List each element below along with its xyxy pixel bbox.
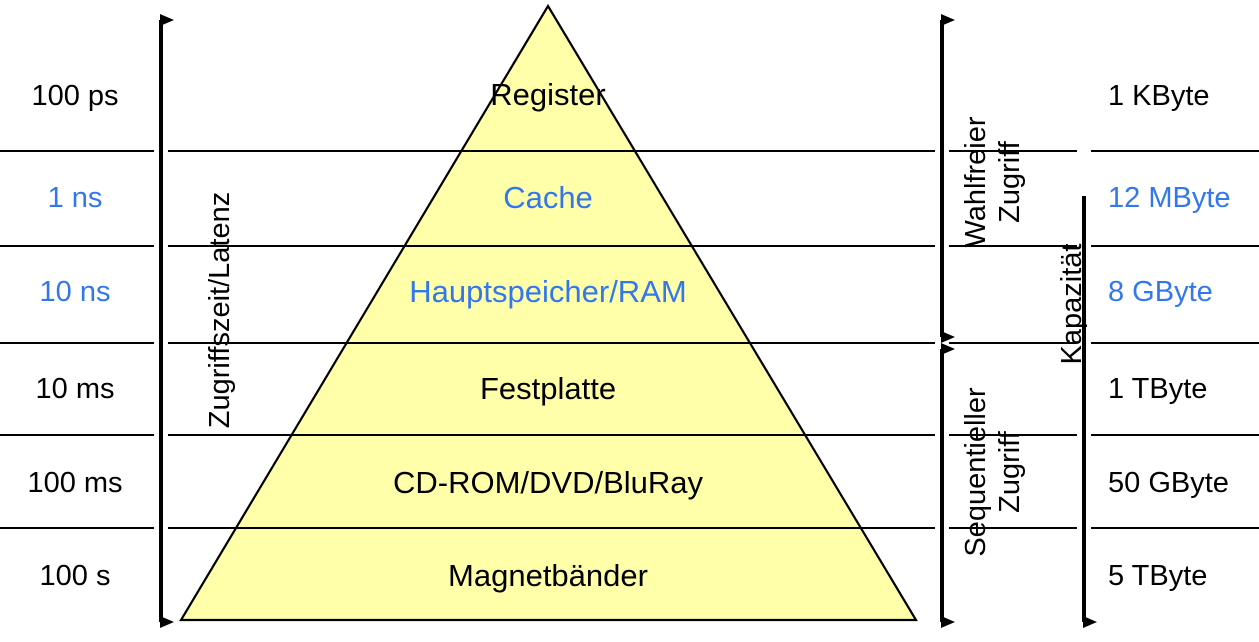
latency-label-ram: 10 ns <box>39 276 111 308</box>
capacity-label-optical: 50 GByte <box>1108 467 1229 499</box>
tier-label-cache: Cache <box>503 180 593 215</box>
capacity-label-festplatte: 1 TByte <box>1108 373 1208 405</box>
latency-label-festplatte: 10 ms <box>35 373 115 405</box>
capacity-axis-caption: Kapazität <box>1056 243 1088 365</box>
latency-label-tape: 100 s <box>39 560 111 592</box>
random-access-caption-line2: Zugriff <box>994 141 1026 223</box>
latency-axis-caption: Zugriffszeit/Latenz <box>204 191 236 429</box>
capacity-label-ram: 8 GByte <box>1108 276 1213 308</box>
tier-label-magnetbaender: Magnetbänder <box>448 558 648 593</box>
tier-label-cd-rom-dvd-bluray: CD-ROM/DVD/BluRay <box>392 465 704 500</box>
random-access-caption-line1: Wahlfreier <box>960 116 992 248</box>
capacity-label-tape: 5 TByte <box>1108 560 1208 592</box>
capacity-label-cache: 12 MByte <box>1108 182 1231 214</box>
tier-label-hauptspeicher-ram: Hauptspeicher/RAM <box>409 274 687 309</box>
sequential-access-caption-line1: Sequentieller <box>960 387 992 557</box>
tier-label-register: Register <box>490 77 606 112</box>
sequential-access-caption-line2: Zugriff <box>994 431 1026 513</box>
latency-label-register: 100 ps <box>31 80 119 112</box>
tier-divider-lines <box>0 150 1259 529</box>
latency-label-cache: 1 ns <box>47 182 103 214</box>
capacity-label-register: 1 KByte <box>1108 80 1210 112</box>
pyramid-shape <box>179 3 918 622</box>
tier-label-festplatte: Festplatte <box>479 371 617 406</box>
latency-label-optical: 100 ms <box>27 467 123 499</box>
